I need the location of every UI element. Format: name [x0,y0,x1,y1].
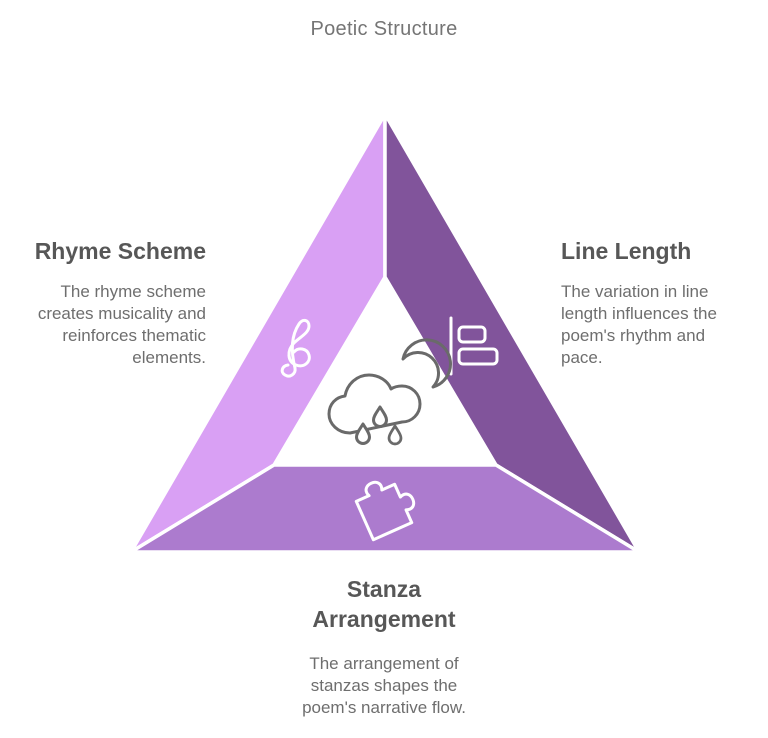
treble-clef-icon [280,318,311,378]
cloud-rain-moon-icon [327,338,452,446]
heading-rhyme-scheme: Rhyme Scheme [34,238,206,264]
label-line-length: Line Length The variation in line length… [561,237,761,369]
label-rhyme-scheme: Rhyme Scheme The rhyme scheme creates mu… [6,237,206,369]
body-line-length: The variation in line length influences … [561,282,717,367]
body-rhyme-scheme: The rhyme scheme creates musicality and … [37,282,206,367]
label-stanza-arrangement: Stanza Arrangement The arrangement of st… [234,574,534,719]
page-title: Poetic Structure [310,18,458,40]
heading-stanza-arrangement: Stanza Arrangement [312,576,456,632]
body-stanza-arrangement: The arrangement of stanzas shapes the po… [302,654,466,717]
segment-stanza-arrangement [129,463,641,554]
heading-line-length: Line Length [561,238,692,264]
puzzle-icon [354,480,416,542]
